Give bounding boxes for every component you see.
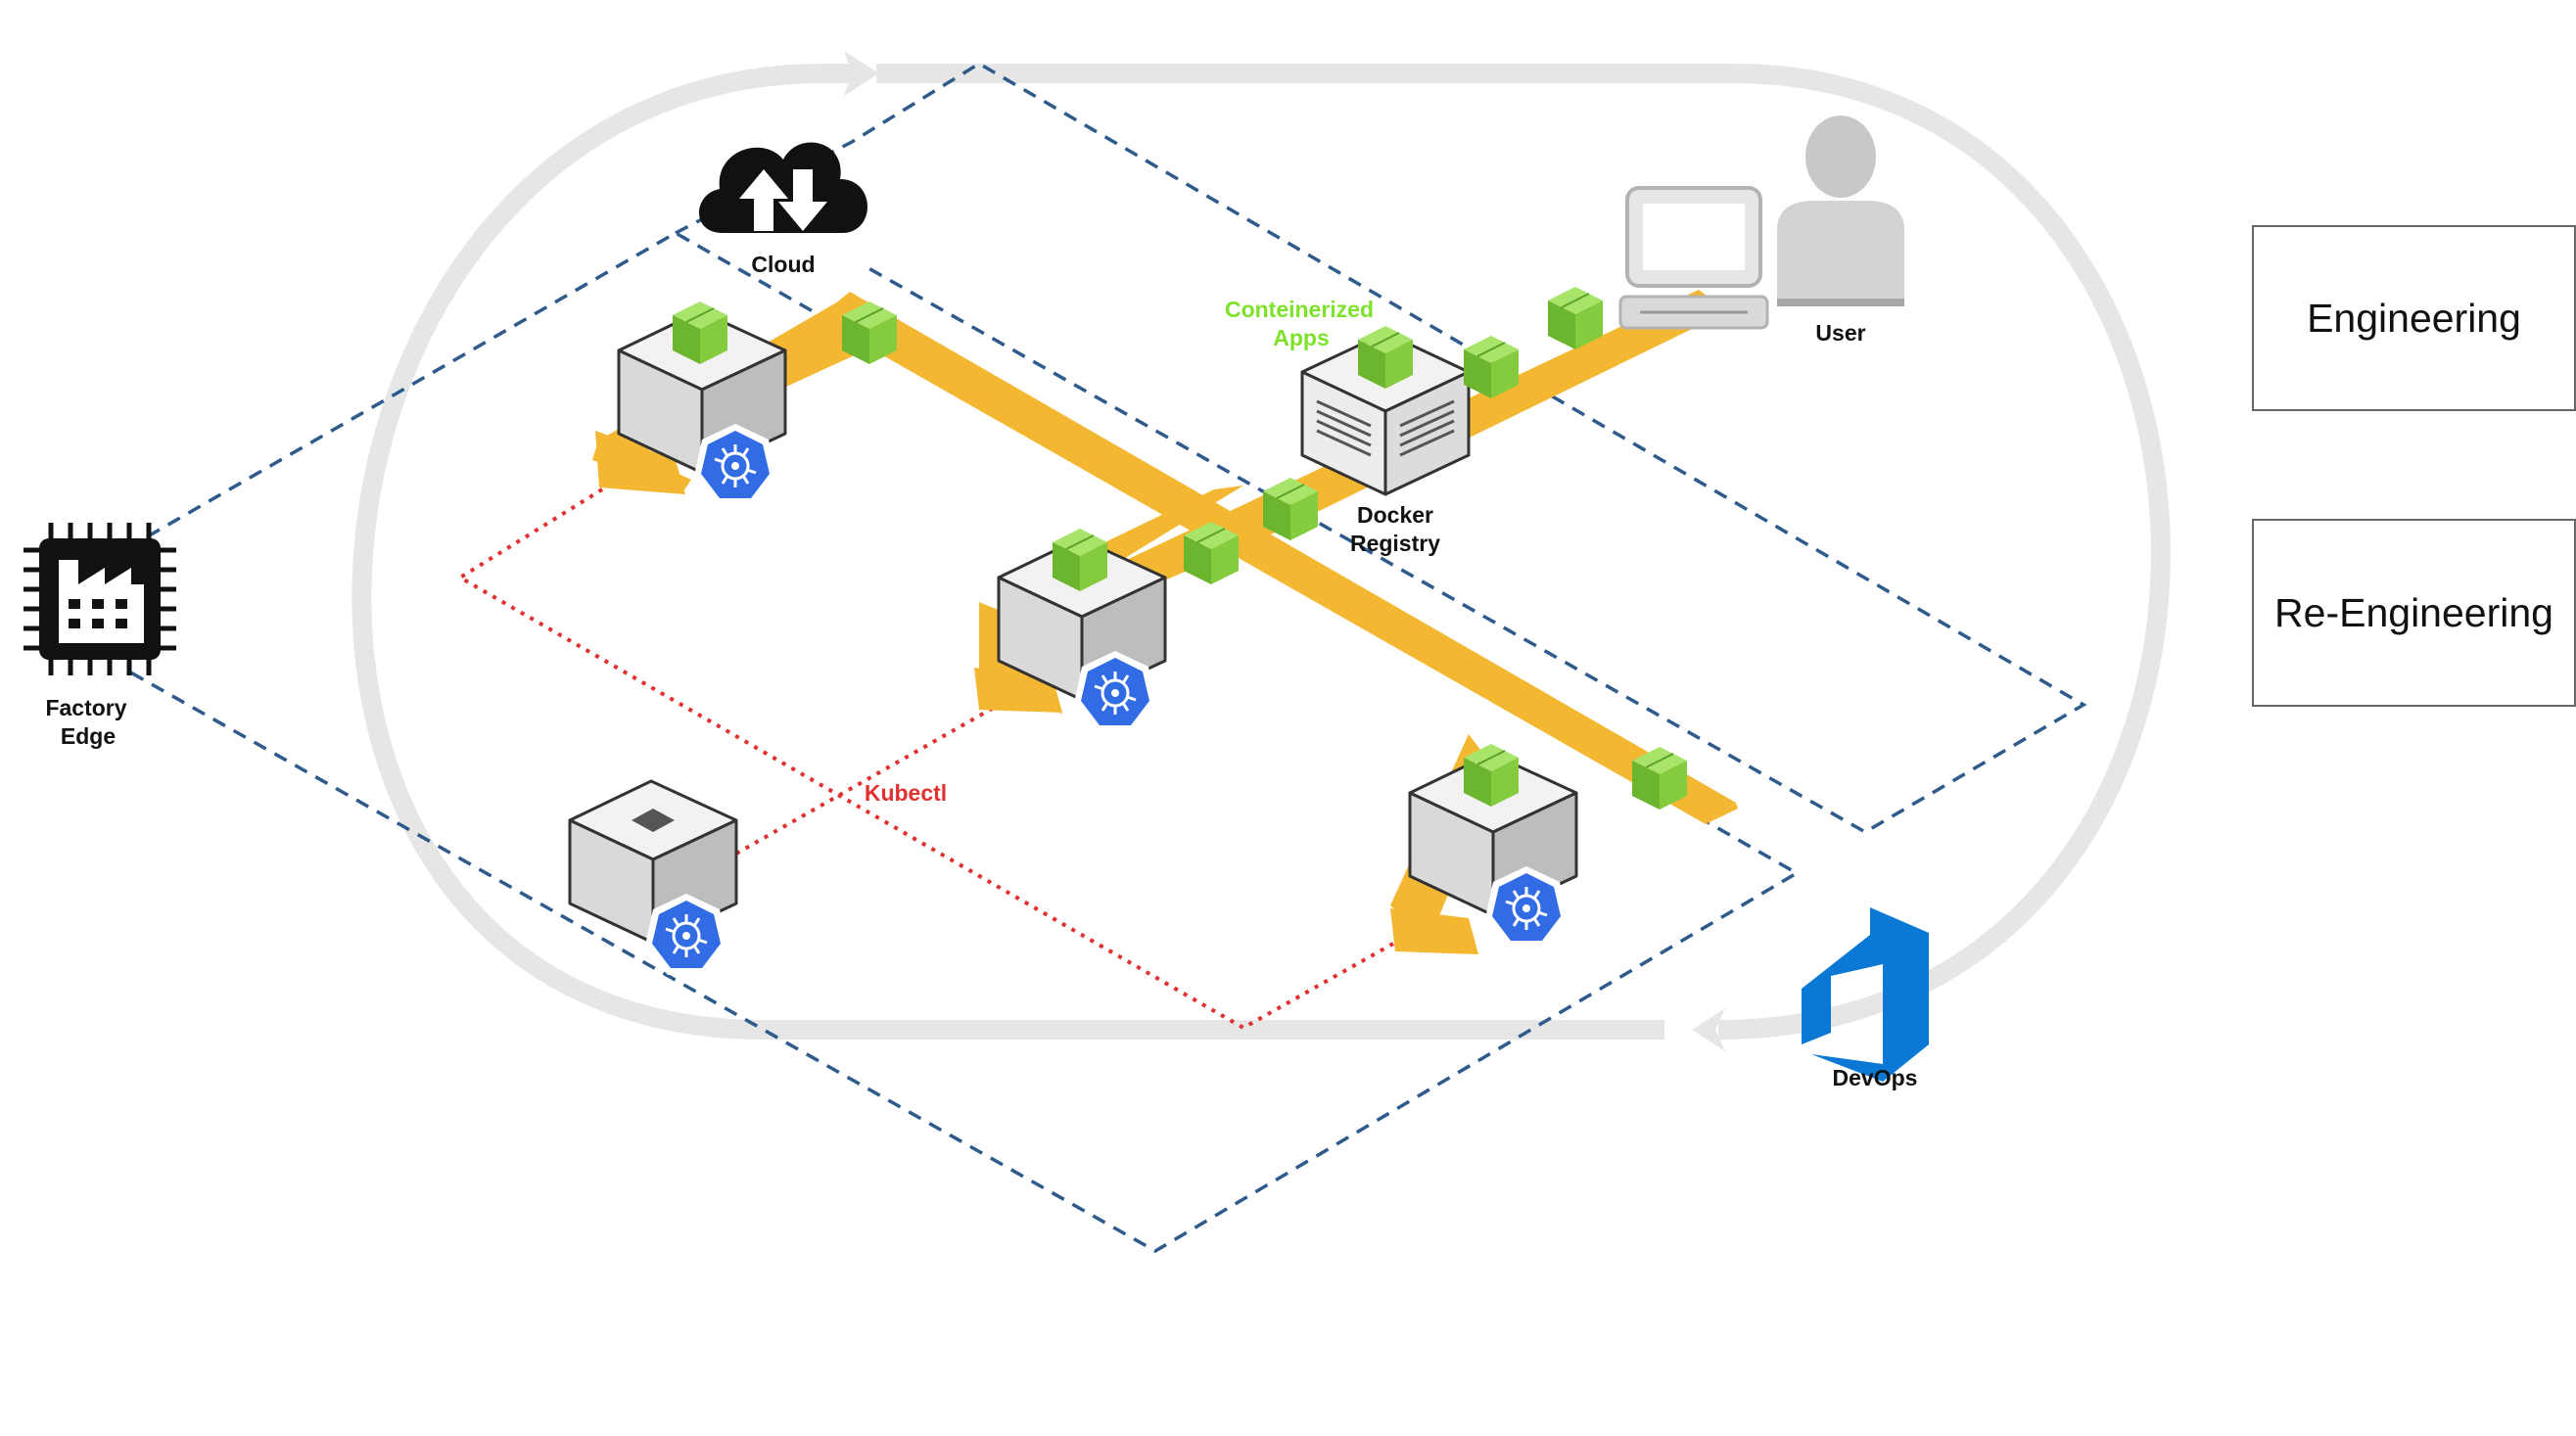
azure-devops-icon[interactable] — [1802, 907, 1929, 1082]
cloud-upload-download-icon[interactable] — [699, 142, 868, 233]
containerized-apps-label-line2: Apps — [1273, 325, 1330, 350]
kubectl-label: Kubectl — [865, 780, 947, 806]
devops-cycle-arrow — [351, 51, 2171, 1051]
desktop-computer-icon[interactable] — [1618, 186, 1769, 330]
engineering-box: Engineering — [2252, 225, 2576, 411]
pipeline-arrowheads — [592, 431, 1478, 954]
factory-chip-icon[interactable] — [23, 523, 176, 675]
user-label: User — [1815, 320, 1865, 346]
reengineering-box: Re-Engineering — [2252, 519, 2576, 707]
user-silhouette-icon[interactable] — [1777, 116, 1904, 306]
docker-registry[interactable] — [1300, 325, 1471, 496]
factory-edge-label-line2: Edge — [61, 723, 116, 749]
edge-network-boundary — [126, 230, 1801, 1254]
factory-edge-label-line1: Factory — [45, 695, 126, 720]
cycle-arrowhead-bottom — [1692, 1008, 1725, 1051]
node-factory[interactable] — [568, 779, 738, 977]
pipeline-main-diagonal — [818, 292, 1736, 824]
containerized-apps-label-line1: Conteinerized — [1225, 297, 1374, 322]
docker-registry-label-line2: Registry — [1350, 531, 1440, 556]
engineering-label: Engineering — [2307, 295, 2521, 341]
reengineering-label: Re-Engineering — [2274, 589, 2553, 635]
kubectl-links — [456, 487, 1401, 1031]
cycle-arrowhead-top — [844, 51, 879, 96]
docker-registry-label-line1: Docker — [1357, 502, 1433, 528]
cloud-label: Cloud — [751, 252, 815, 277]
devops-label: DevOps — [1833, 1065, 1918, 1090]
